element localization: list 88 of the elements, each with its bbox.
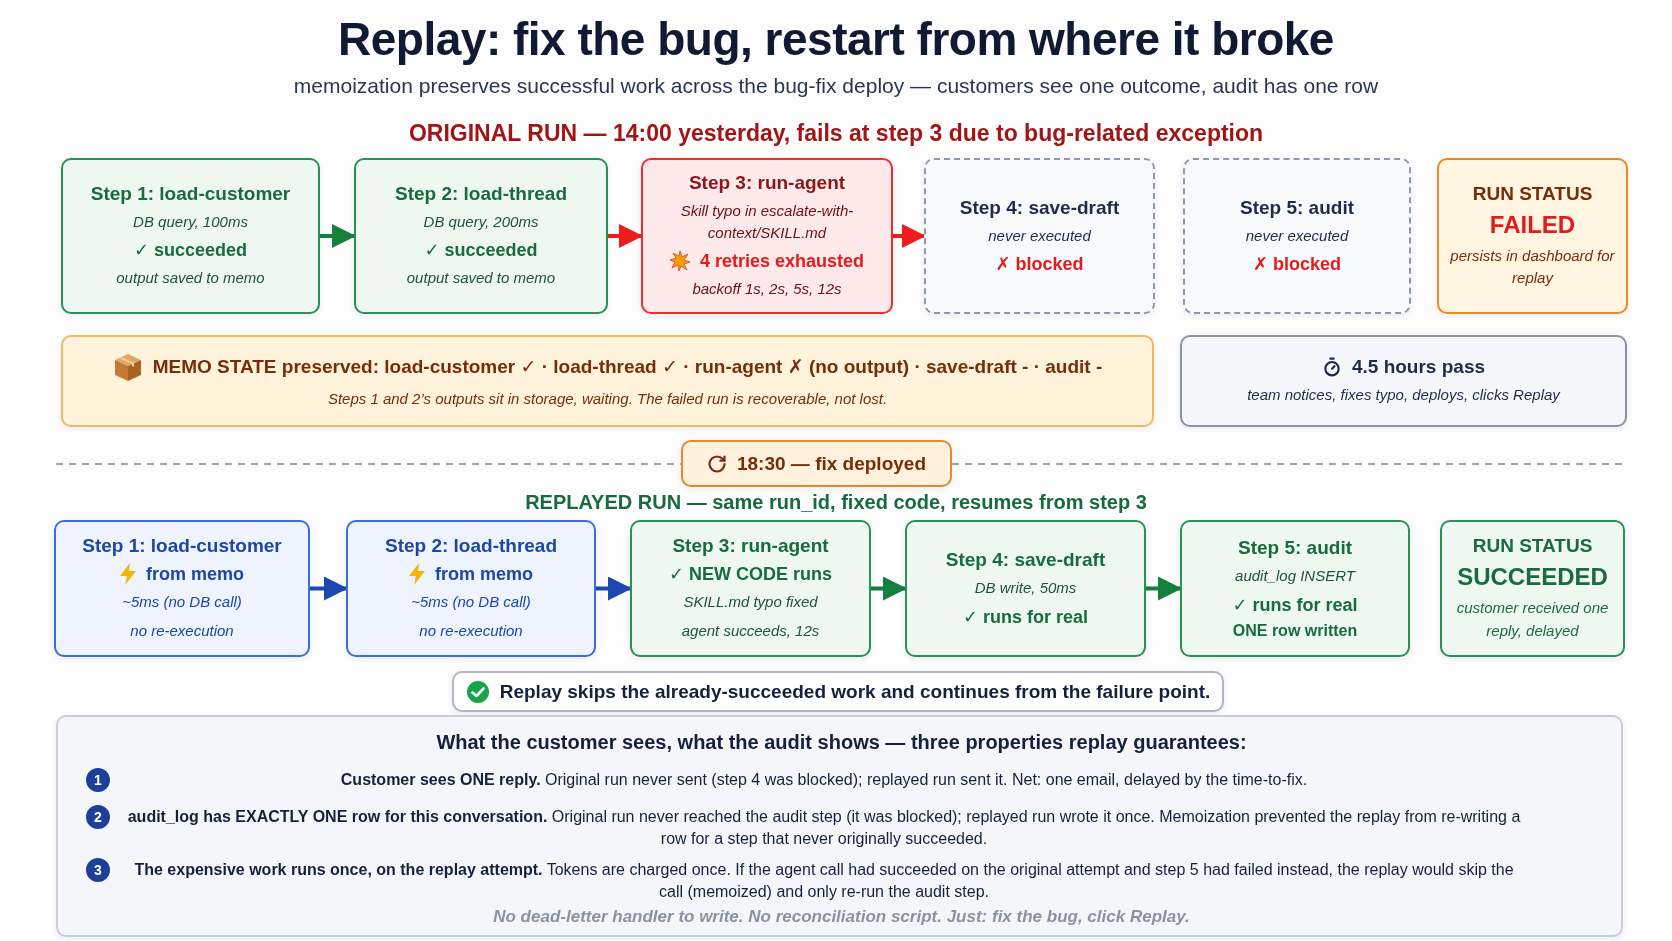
- subtitle: memoization preserves successful work across the bug-fix deploy — customers see one outcome, audit has one row: [292, 74, 1380, 98]
- arrow: [1146, 576, 1182, 601]
- status-value: SUCCEEDED: [1457, 563, 1608, 591]
- box-heading: 4.5 hours pass: [1351, 355, 1486, 378]
- status-text: from memo: [435, 563, 533, 585]
- box-heading: Step 3: run-agent: [688, 171, 846, 194]
- box-note: audit_log INSERT: [1235, 566, 1355, 587]
- box-note: output saved to memo: [406, 268, 556, 288]
- box-heading: Replay skips the already-succeeded work and continues from the failure point.: [499, 680, 1211, 703]
- box-note: Skill typo in escalate-with-context/SKILL.md: [679, 200, 855, 244]
- arrow: [596, 576, 632, 601]
- property-text: audit_log has EXACTLY ONE row for this conversation. Original run never reached the audit step (it was blocked); replayed run wrote it once. Memoization prevented the replay from re-writing a row for a step that never originally succeeded.: [126, 807, 1522, 850]
- box-heading: 18:30 — fix deployed: [737, 452, 926, 475]
- number-badge: [86, 858, 110, 882]
- box-note: DB query, 100ms: [133, 211, 248, 232]
- box-heading: Step 1: load-customer: [82, 535, 282, 557]
- box-note: persists in dashboard for replay: [1449, 245, 1616, 288]
- box-note: agent succeeds, 12s: [681, 620, 820, 641]
- status-text: ✓ runs for real: [962, 605, 1089, 628]
- status-box: [1437, 158, 1628, 314]
- step-box: [1180, 520, 1410, 657]
- status-text: ONE row written: [1232, 621, 1358, 640]
- box-note: output saved to memo: [116, 268, 265, 288]
- property-text: The expensive work runs once, on the replay attempt. Tokens are charged once. If the agent call had succeeded on the original attempt and step 5 had failed instead, the replay would skip the call (memoized) and only re-run the audit step.: [133, 860, 1515, 903]
- box-note: ~5ms (no DB call): [122, 592, 242, 612]
- status-text: ✓ runs for real: [1232, 593, 1358, 616]
- box-heading: Step 5: audit: [1240, 196, 1354, 219]
- box-note: never executed: [1245, 225, 1349, 246]
- box-note: DB write, 50ms: [974, 578, 1077, 599]
- box-heading: Step 2: load-thread: [384, 535, 558, 557]
- status-value: FAILED: [1489, 210, 1576, 239]
- number-badge: [86, 805, 110, 829]
- box-note: no re-execution: [130, 620, 234, 641]
- box-note: backoff 1s, 2s, 5s, 12s: [692, 278, 842, 299]
- status-box: [1440, 520, 1625, 657]
- box-note: never executed: [988, 225, 1091, 246]
- box-note: ~5ms (no DB call): [411, 592, 531, 612]
- step-box: [54, 520, 310, 657]
- box-note: DB query, 200ms: [423, 211, 539, 232]
- section-heading: ORIGINAL RUN — 14:00 yesterday, fails at step 3 due to bug-related exception: [407, 120, 1265, 147]
- arrow: [320, 224, 356, 248]
- number-badge-text: 1: [94, 772, 102, 788]
- panel-heading: What the customer sees, what the audit shows — three properties replay guarantees:: [435, 731, 1248, 754]
- arrow: [871, 576, 907, 601]
- step-box: [61, 158, 320, 314]
- status-text: ✓ NEW CODE runs: [668, 563, 833, 585]
- arrow: [310, 576, 348, 601]
- property-text: Customer sees ONE reply. Original run never sent (step 4 was blocked); replayed run sent it. Net: one email, delayed by the time-to-fix.: [339, 770, 1309, 790]
- step-box: [354, 158, 608, 314]
- step-box: [346, 520, 596, 657]
- box-heading: RUN STATUS: [1472, 535, 1593, 557]
- box-heading: Step 1: load-customer: [90, 182, 291, 205]
- note-box: [452, 671, 1224, 712]
- note-box: [61, 335, 1154, 427]
- box-heading: RUN STATUS: [1472, 182, 1593, 205]
- number-badge-text: 3: [94, 862, 102, 878]
- box-heading: MEMO STATE preserved: load-customer ✓ · load-thread ✓ · run-agent ✗ (no output) · save-draft - · audit -: [152, 355, 1103, 379]
- section-heading: REPLAYED RUN — same run_id, fixed code, resumes from step 3: [524, 491, 1148, 514]
- box-heading: Step 3: run-agent: [672, 535, 829, 557]
- step-box: [1183, 158, 1411, 314]
- box-note: SKILL.md typo fixed: [683, 592, 818, 612]
- step-box: [641, 158, 893, 314]
- note-box: [681, 440, 952, 487]
- box-heading: Step 5: audit: [1238, 537, 1352, 560]
- box-note: no re-execution: [419, 620, 523, 641]
- status-text: ✓ succeeded: [424, 239, 538, 261]
- number-badge-text: 2: [94, 809, 102, 825]
- status-text: ✗ blocked: [1252, 253, 1342, 276]
- info-panel: [56, 715, 1623, 937]
- footer-note: No dead-letter handler to write. No reconciliation script. Just: fix the bug, click Replay.: [492, 907, 1191, 927]
- box-note: team notices, fixes typo, deploys, clicks Replay: [1247, 384, 1560, 405]
- status-text: ✗ blocked: [995, 253, 1084, 276]
- status-text: ✓ succeeded: [133, 239, 248, 261]
- arrow: [893, 224, 926, 248]
- box-heading: Step 4: save-draft: [959, 196, 1120, 219]
- status-text: 4 retries exhausted: [699, 250, 865, 272]
- box-heading: Step 2: load-thread: [394, 182, 568, 205]
- box-note: customer received one reply, delayed: [1455, 598, 1610, 641]
- status-text: from memo: [146, 563, 244, 585]
- step-box: [630, 520, 871, 657]
- title: Replay: fix the bug, restart from where it broke: [337, 12, 1335, 66]
- step-box: [924, 158, 1155, 314]
- box-heading: Step 4: save-draft: [945, 549, 1106, 572]
- arrow: [608, 224, 643, 248]
- box-note: Steps 1 and 2’s outputs sit in storage, waiting. The failed run is recoverable, not lost.: [327, 388, 888, 409]
- step-box: [905, 520, 1146, 657]
- note-box: [1180, 335, 1627, 427]
- number-badge: [86, 768, 110, 792]
